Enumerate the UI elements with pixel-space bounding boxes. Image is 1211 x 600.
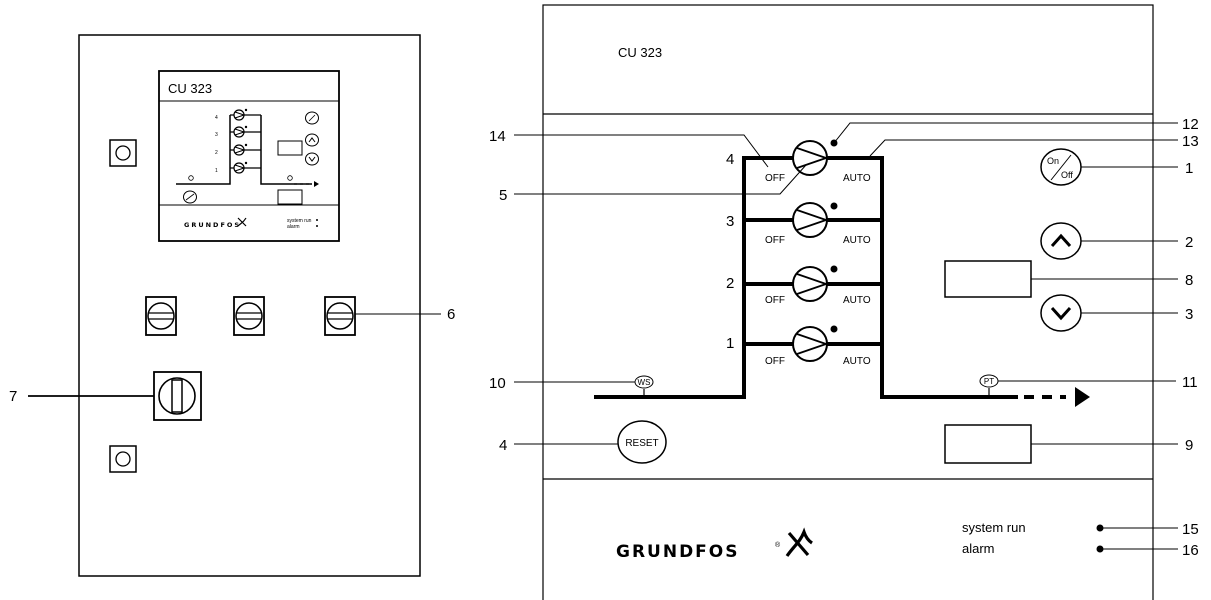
- cabinet-display-unit: CU 323 4 3 2 1: [158, 70, 340, 242]
- callout-6: 6: [447, 306, 455, 323]
- pump-off-label: OFF: [765, 356, 785, 367]
- callout-10: 10: [489, 375, 506, 392]
- mini-pump-number: 2: [215, 150, 218, 156]
- callout-9: 9: [1185, 437, 1193, 454]
- pump-auto-label: AUTO: [843, 356, 871, 367]
- off-label: Off: [1061, 170, 1073, 180]
- pump-indicator-light: [830, 265, 838, 273]
- callout-5: 5: [499, 187, 507, 204]
- pump-auto-label: AUTO: [843, 295, 871, 306]
- pump-row-1: 1 OFF AUTO: [726, 325, 871, 367]
- reset-label: RESET: [625, 438, 658, 449]
- callout-8: 8: [1185, 272, 1193, 289]
- pump-off-label: OFF: [765, 173, 785, 184]
- mini-pump-icon: [233, 126, 245, 138]
- pump-switch-2[interactable]: [233, 296, 265, 336]
- pump-switch-1[interactable]: [145, 296, 177, 336]
- callout-13: 13: [1182, 133, 1199, 150]
- pump-icon: [792, 140, 828, 176]
- display-field-1: [944, 260, 1032, 298]
- on-label: On: [1047, 156, 1059, 166]
- pump-number: 4: [726, 151, 734, 168]
- pump-off-label: OFF: [765, 295, 785, 306]
- chevron-down-icon: [1050, 306, 1072, 321]
- status-system-run: system run: [962, 520, 1026, 535]
- grundfos-logo-icon: [785, 527, 813, 557]
- pump-number: 1: [726, 335, 734, 352]
- callout-14: 14: [489, 128, 506, 145]
- mini-pump-number: 4: [215, 115, 218, 121]
- pump-off-label: OFF: [765, 235, 785, 246]
- callout-16: 16: [1182, 542, 1199, 559]
- pump-row-3: 3 OFF AUTO: [726, 202, 871, 246]
- pt-label: PT: [984, 377, 994, 386]
- cu323-control-panel: CU 323 4 OFF AUTO 3 OFF AUTO: [489, 4, 1199, 600]
- callout-lines: [514, 122, 1178, 550]
- callout-2: 2: [1185, 234, 1193, 251]
- flow-arrow-icon: [1075, 387, 1090, 407]
- chevron-up-icon: [1050, 233, 1072, 248]
- on-off-button[interactable]: On Off: [1040, 148, 1082, 186]
- callout-4: 4: [499, 437, 507, 454]
- pump-switch-3[interactable]: [324, 296, 356, 336]
- callout-7: 7: [9, 388, 17, 405]
- callout-12: 12: [1182, 116, 1199, 133]
- pump-indicator-light: [830, 202, 838, 210]
- cabinet-status-run: system run: [287, 218, 312, 224]
- main-isolator-switch[interactable]: [153, 371, 202, 421]
- callout-1: 1: [1185, 160, 1193, 177]
- indicator-lamp-bottom: [109, 445, 137, 473]
- mini-pump-icon: [233, 144, 245, 156]
- callout-15: 15: [1182, 521, 1199, 538]
- cabinet-status-alarm: alarm: [287, 224, 300, 230]
- callout-11: 11: [1182, 374, 1198, 391]
- panel-title: CU 323: [618, 45, 662, 60]
- indicator-lamp-top: [109, 139, 137, 167]
- pump-icon: [792, 326, 828, 362]
- panel-brand: GRUNDFOS: [616, 542, 740, 562]
- callout-3: 3: [1185, 306, 1193, 323]
- mini-pump-icon: [233, 162, 245, 174]
- pump-number: 2: [726, 275, 734, 292]
- cabinet-brand: GRUNDFOS: [184, 221, 241, 229]
- up-button[interactable]: [1040, 222, 1082, 260]
- cabinet-display-title: CU 323: [168, 81, 212, 96]
- reset-button[interactable]: RESET: [617, 420, 667, 464]
- pump-indicator-light: [830, 325, 838, 333]
- pump-number: 3: [726, 213, 734, 230]
- mini-brand-logo: [237, 217, 247, 227]
- pump-auto-label: AUTO: [843, 235, 871, 246]
- mini-pump-number: 1: [215, 168, 218, 174]
- status-alarm: alarm: [962, 541, 995, 556]
- down-button[interactable]: [1040, 294, 1082, 332]
- brand-trademark: ®: [775, 541, 781, 549]
- mini-pump-number: 3: [215, 132, 218, 138]
- pump-row-2: 2 OFF AUTO: [726, 265, 871, 306]
- pump-auto-label: AUTO: [843, 173, 871, 184]
- pump-icon: [792, 266, 828, 302]
- mini-pump-icon: [233, 109, 245, 121]
- display-field-2: [944, 424, 1032, 464]
- ws-label: WS: [638, 378, 651, 387]
- pump-icon: [792, 202, 828, 238]
- control-cabinet: CU 323 4 3 2 1: [9, 34, 455, 577]
